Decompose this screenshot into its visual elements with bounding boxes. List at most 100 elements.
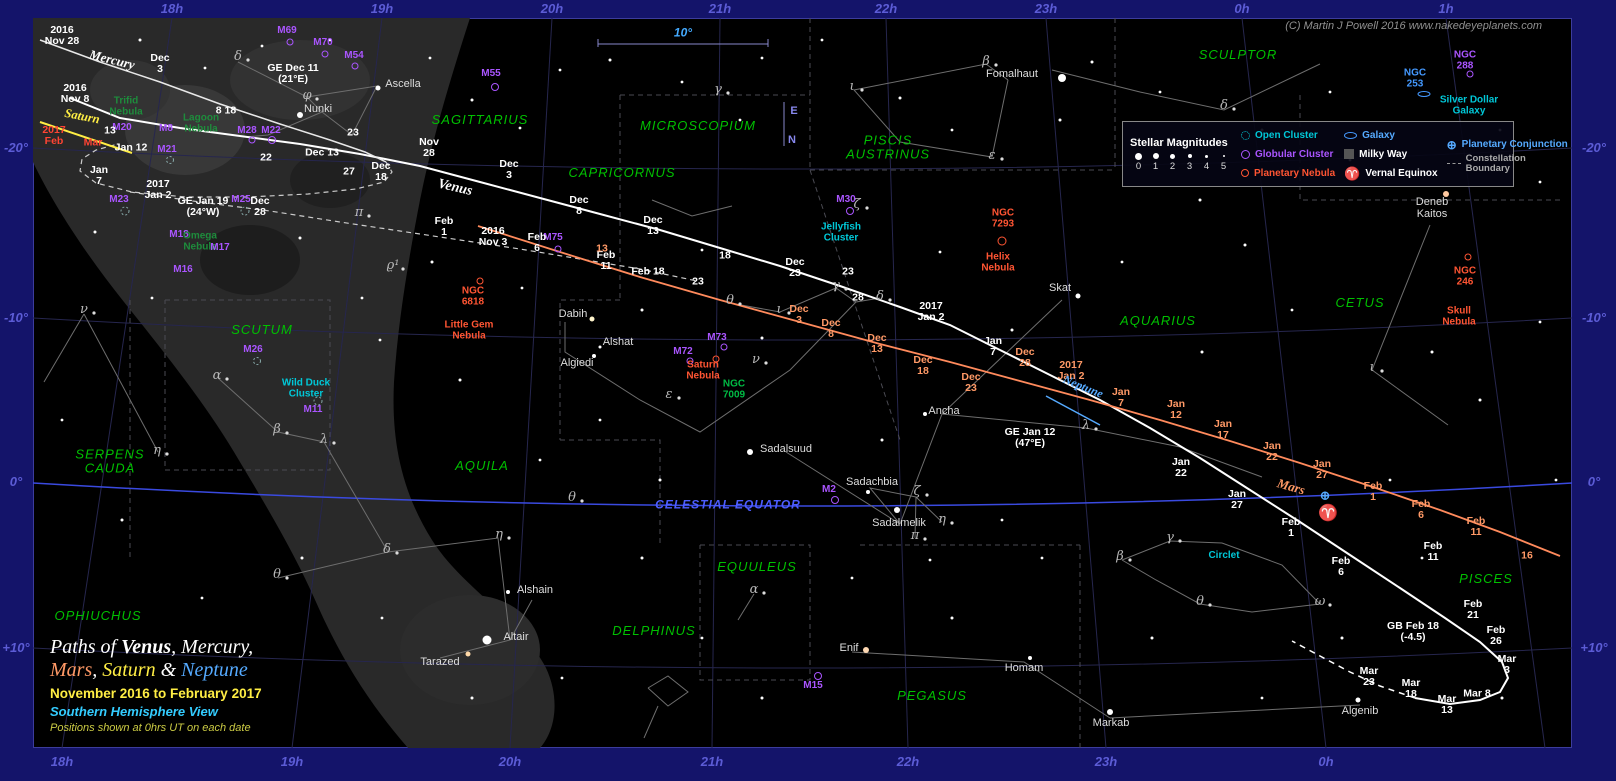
constellation-boundary-icon xyxy=(1446,163,1461,164)
constellation-figure xyxy=(1121,540,1322,613)
magnitude-number: 1 xyxy=(1152,160,1159,172)
legend-constellation-boundary: Constellation Boundary xyxy=(1446,153,1568,173)
globular-cluster-marker xyxy=(248,136,256,144)
title-hemisphere-view: Southern Hemisphere View xyxy=(50,704,218,719)
star-dot xyxy=(760,56,764,60)
star-dot xyxy=(700,636,704,640)
title-mars: Mars xyxy=(50,659,93,681)
constellation-boundary xyxy=(164,299,331,471)
constellation-figure xyxy=(244,111,323,138)
star-dot xyxy=(820,38,824,42)
star-dot xyxy=(1028,656,1032,660)
star-dot xyxy=(380,616,384,620)
star-dot xyxy=(285,431,289,435)
star-dot xyxy=(1380,369,1384,373)
magnitude-dots xyxy=(1130,152,1232,161)
constellation-boundary xyxy=(560,439,661,545)
legend-milky-way-label: Milky Way xyxy=(1359,148,1408,160)
galaxy-icon xyxy=(1344,131,1358,139)
star-dot xyxy=(1478,398,1482,402)
constellation-figure xyxy=(43,313,85,383)
constellation-figure xyxy=(1371,224,1449,426)
constellation-figure xyxy=(643,705,659,739)
star-dot xyxy=(1158,90,1162,94)
star-dot xyxy=(246,58,250,62)
star-dot xyxy=(747,449,753,455)
star-dot xyxy=(640,556,644,560)
constellation-figure xyxy=(853,63,1009,158)
legend-milky-way: Milky Way xyxy=(1344,146,1437,163)
star-dot xyxy=(580,499,584,503)
milky-way-patch xyxy=(90,60,170,120)
star-dot xyxy=(430,260,434,264)
globular-cluster-icon xyxy=(1241,149,1250,159)
star-dot xyxy=(520,286,524,290)
globular-cluster-marker xyxy=(846,207,854,215)
ra-gridline xyxy=(885,17,909,749)
star-dot xyxy=(738,302,742,306)
star-dot xyxy=(375,85,381,91)
star-dot xyxy=(700,248,704,252)
magnitude-dot-5 xyxy=(1215,152,1232,161)
magnitude-number: 4 xyxy=(1203,160,1210,172)
open-cluster-marker xyxy=(120,206,130,216)
star-dot xyxy=(1443,191,1449,197)
star-dot xyxy=(1290,308,1294,312)
constellation-boundary xyxy=(699,544,811,681)
star-dot xyxy=(428,56,432,60)
star-dot xyxy=(298,236,302,240)
constellation-figure xyxy=(277,537,511,641)
constellation-figure xyxy=(217,377,389,553)
star-dot xyxy=(589,316,595,322)
legend-title: Stellar Magnitudes xyxy=(1130,136,1228,149)
star-dot xyxy=(560,676,564,680)
legend-open-cluster-label: Open Cluster xyxy=(1255,129,1318,141)
star-dot xyxy=(260,44,264,48)
star-dot xyxy=(1107,709,1113,715)
planet-path-saturn xyxy=(39,121,133,154)
ra-gridline xyxy=(711,17,721,749)
legend-planetary-conjunction: ⊕Planetary Conjunction xyxy=(1447,136,1568,153)
star-dot xyxy=(538,458,542,462)
planetary-nebula-marker xyxy=(712,355,720,363)
star-dot xyxy=(1128,558,1132,562)
constellation-figure xyxy=(1109,704,1361,719)
constellation-figure xyxy=(647,675,689,707)
planet-path-mars xyxy=(477,225,1561,557)
star-dot xyxy=(315,97,319,101)
star-dot xyxy=(285,576,289,580)
star-dot xyxy=(865,206,869,210)
constellation-figure xyxy=(785,451,943,525)
title-mercury: , Mercury, xyxy=(171,636,254,658)
star-dot xyxy=(332,441,336,445)
milky-way-patch xyxy=(230,40,370,120)
star-dot xyxy=(994,63,998,67)
star-dot xyxy=(1040,556,1044,560)
ra-gridline xyxy=(1045,17,1107,749)
magnitude-dot-0 xyxy=(1130,152,1147,161)
star-dot xyxy=(598,418,602,422)
star-dot xyxy=(866,490,870,494)
star-dot xyxy=(482,635,492,645)
star-dot xyxy=(658,478,662,482)
constellation-boundary xyxy=(559,299,620,440)
star-dot xyxy=(1120,260,1124,264)
star-dot xyxy=(844,287,848,291)
star-dot xyxy=(928,558,932,562)
legend-vernal-equinox: ♈Vernal Equinox xyxy=(1344,165,1437,182)
star-dot xyxy=(738,118,742,122)
legend-vernal-equinox-label: Vernal Equinox xyxy=(1365,167,1438,179)
star-dot xyxy=(898,96,902,100)
star-dot xyxy=(1090,60,1094,64)
constellation-figure xyxy=(651,199,733,217)
constellation-figure xyxy=(737,593,755,621)
star-dot xyxy=(1243,243,1247,247)
star-dot xyxy=(1058,118,1062,122)
constellation-figure xyxy=(564,297,881,433)
title-block: Paths of Venus, Mercury, Mars, Saturn & … xyxy=(50,636,262,734)
star-dot xyxy=(860,88,864,92)
ra-gridline xyxy=(291,17,383,749)
map-legend: Stellar Magnitudes 0 1 2 3 4 5 Open Clus… xyxy=(1122,121,1568,187)
planet-path-neptune xyxy=(1045,395,1101,426)
star-dot xyxy=(1150,636,1154,640)
